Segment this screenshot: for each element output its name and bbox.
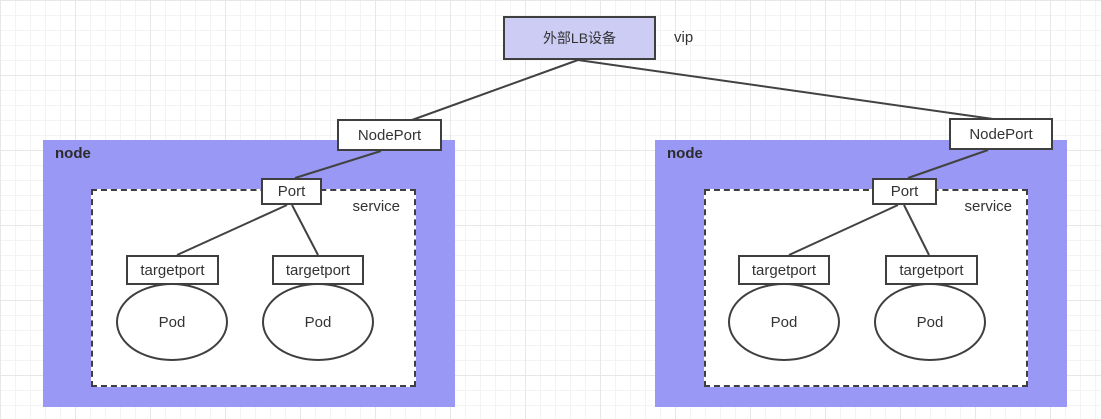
port-box-left[interactable]: Port bbox=[261, 178, 322, 205]
pod-ellipse-right-1[interactable]: Pod bbox=[728, 283, 840, 361]
external-lb-label: 外部LB设备 bbox=[542, 30, 617, 46]
pod-label: Pod bbox=[304, 313, 332, 331]
targetport-label: targetport bbox=[751, 261, 817, 279]
targetport-label: targetport bbox=[899, 261, 964, 279]
pod-label: Pod bbox=[916, 313, 944, 331]
nodeport-label: NodePort bbox=[357, 126, 422, 144]
external-lb-box[interactable]: 外部LB设备 bbox=[503, 16, 656, 60]
edge-lb-to-nodeport-left[interactable] bbox=[411, 59, 579, 121]
service-label: service bbox=[964, 198, 1012, 215]
node-label: node bbox=[667, 145, 703, 162]
port-label: Port bbox=[277, 183, 306, 200]
vip-label: vip bbox=[674, 29, 694, 46]
edge-lb-to-nodeport-right[interactable] bbox=[577, 59, 994, 120]
port-label: Port bbox=[890, 183, 919, 200]
targetport-label: targetport bbox=[285, 261, 351, 279]
nodeport-box-left[interactable]: NodePort bbox=[337, 119, 442, 151]
targetport-box-left-1[interactable]: targetport bbox=[126, 255, 219, 285]
service-label: service bbox=[352, 198, 400, 215]
pod-ellipse-left-1[interactable]: Pod bbox=[116, 283, 228, 361]
targetport-box-right-1[interactable]: targetport bbox=[738, 255, 830, 285]
targetport-box-right-2[interactable]: targetport bbox=[885, 255, 978, 285]
nodeport-label: NodePort bbox=[969, 125, 1033, 143]
pod-label: Pod bbox=[158, 313, 186, 331]
service-box-right[interactable]: service bbox=[704, 189, 1028, 387]
targetport-label: targetport bbox=[140, 261, 205, 279]
nodeport-box-right[interactable]: NodePort bbox=[949, 118, 1053, 150]
targetport-box-left-2[interactable]: targetport bbox=[272, 255, 364, 285]
node-label: node bbox=[55, 145, 91, 162]
service-box-left[interactable]: service bbox=[91, 189, 416, 387]
port-box-right[interactable]: Port bbox=[872, 178, 937, 205]
pod-ellipse-left-2[interactable]: Pod bbox=[262, 283, 374, 361]
pod-ellipse-right-2[interactable]: Pod bbox=[874, 283, 986, 361]
pod-label: Pod bbox=[770, 313, 798, 331]
